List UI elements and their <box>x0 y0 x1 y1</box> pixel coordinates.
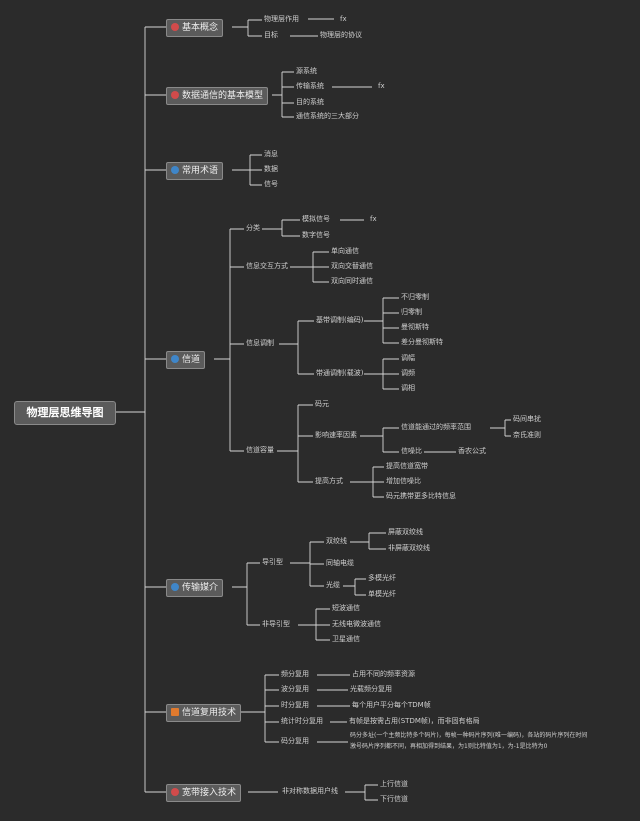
topic-node[interactable]: 不归零制 <box>401 293 429 301</box>
topic-node[interactable]: 通信系统的三大部分 <box>296 112 359 120</box>
red-circle-icon <box>171 23 179 31</box>
topic-node[interactable]: 模拟信号 <box>302 215 330 223</box>
topic-node[interactable]: 调频 <box>401 369 415 377</box>
topic-node[interactable]: 非对称数据用户线 <box>282 787 338 795</box>
topic-node[interactable]: 有帧是按需占用(STDM帧)，而非固有格局 <box>349 717 480 725</box>
branch-terms[interactable]: 常用术语 <box>166 162 224 180</box>
topic-node[interactable]: 信息交互方式 <box>246 262 288 270</box>
topic-node[interactable]: 波分复用 <box>281 685 309 693</box>
topic-node[interactable]: 归零制 <box>401 308 422 316</box>
formula-note: fx <box>340 15 347 23</box>
orange-star-icon <box>171 708 179 716</box>
topic-node[interactable]: 物理层作用 <box>264 15 299 23</box>
topic-node[interactable]: 带通调制(载波) <box>316 369 364 377</box>
topic-node[interactable]: 同轴电缆 <box>326 559 354 567</box>
topic-node[interactable]: 信号 <box>264 180 278 188</box>
topic-node[interactable]: 非屏蔽双绞线 <box>388 544 430 552</box>
topic-node[interactable]: 短波通信 <box>332 604 360 612</box>
topic-node[interactable]: 调幅 <box>401 354 415 362</box>
topic-node[interactable]: 源系统 <box>296 67 317 75</box>
topic-node[interactable]: 数字信号 <box>302 231 330 239</box>
topic-node[interactable]: 曼彻斯特 <box>401 323 429 331</box>
topic-node[interactable]: 码间串扰 <box>513 415 541 423</box>
topic-node[interactable]: 提高信道宽带 <box>386 462 428 470</box>
topic-node[interactable]: 双向同时通信 <box>331 277 373 285</box>
topic-node[interactable]: 码分多址(一个主频比特多个码片)，每帧一种码片序列(唯一编码)，各站的码片序列在… <box>350 732 588 739</box>
topic-node[interactable]: 物理层的协议 <box>320 31 362 39</box>
topic-node[interactable]: 占用不同的频率资源 <box>352 670 415 678</box>
topic-node[interactable]: 码元携带更多比特信息 <box>386 492 456 500</box>
branch-channel[interactable]: 信道 <box>166 351 206 369</box>
topic-node[interactable]: 信道容量 <box>246 446 274 454</box>
topic-node[interactable]: 屏蔽双绞线 <box>388 528 423 536</box>
topic-node[interactable]: 双绞线 <box>326 537 347 545</box>
branch-basic-concepts[interactable]: 基本概念 <box>166 19 224 37</box>
branch-broadband[interactable]: 宽带接入技术 <box>166 784 242 802</box>
topic-node[interactable]: 信道能通过的频率范围 <box>401 423 471 431</box>
topic-node[interactable]: 奈氏准则 <box>513 431 541 439</box>
topic-node[interactable]: 码元 <box>315 400 329 408</box>
topic-node[interactable]: 影响速率因素 <box>315 431 357 439</box>
topic-node[interactable]: 多模光纤 <box>368 574 396 582</box>
root-topic[interactable]: 物理层思维导图 <box>14 401 116 425</box>
topic-node[interactable]: 提高方式 <box>315 477 343 485</box>
topic-node[interactable]: 统计时分复用 <box>281 717 323 725</box>
formula-note: fx <box>378 82 385 90</box>
topic-node[interactable]: 卫星通信 <box>332 635 360 643</box>
topic-node[interactable]: 分类 <box>246 224 260 232</box>
topic-node[interactable]: 双向交替通信 <box>331 262 373 270</box>
topic-node[interactable]: 香农公式 <box>458 447 486 455</box>
red-circle-icon <box>171 91 179 99</box>
topic-node[interactable]: 数据 <box>264 165 278 173</box>
topic-node[interactable]: 消息 <box>264 150 278 158</box>
branch-comm-model[interactable]: 数据通信的基本模型 <box>166 87 269 105</box>
topic-node[interactable]: 每个用户平分每个TDM帧 <box>352 701 431 709</box>
topic-node[interactable]: 差分曼彻斯特 <box>401 338 443 346</box>
topic-node[interactable]: 信噪比 <box>401 447 422 455</box>
red-circle-icon <box>171 788 179 796</box>
topic-node[interactable]: 信息调制 <box>246 339 274 347</box>
branch-multiplexing[interactable]: 信道复用技术 <box>166 704 242 722</box>
topic-node[interactable]: 导引型 <box>262 558 283 566</box>
topic-node[interactable]: 非导引型 <box>262 620 290 628</box>
topic-node[interactable]: 传输系统 <box>296 82 324 90</box>
topic-node[interactable]: 码分复用 <box>281 737 309 745</box>
topic-node[interactable]: 下行信道 <box>380 795 408 803</box>
topic-node[interactable]: 调相 <box>401 384 415 392</box>
blue-circle-icon <box>171 355 179 363</box>
topic-node[interactable]: 基带调制(编码) <box>316 316 364 324</box>
blue-circle-icon <box>171 583 179 591</box>
branch-media[interactable]: 传输媒介 <box>166 579 224 597</box>
formula-note: fx <box>370 215 377 223</box>
topic-node[interactable]: 光缆 <box>326 581 340 589</box>
topic-node[interactable]: 单向通信 <box>331 247 359 255</box>
topic-node[interactable]: 激号码片序列都不同，再相加得到结果，为1则比特值为1，为-1是比特为0 <box>350 743 548 750</box>
blue-circle-icon <box>171 166 179 174</box>
topic-node[interactable]: 单模光纤 <box>368 590 396 598</box>
topic-node[interactable]: 目标 <box>264 31 278 39</box>
topic-node[interactable]: 时分复用 <box>281 701 309 709</box>
topic-node[interactable]: 上行信道 <box>380 780 408 788</box>
topic-node[interactable]: 光载频分复用 <box>350 685 392 693</box>
topic-node[interactable]: 目的系统 <box>296 98 324 106</box>
topic-node[interactable]: 频分复用 <box>281 670 309 678</box>
topic-node[interactable]: 无线电微波通信 <box>332 620 381 628</box>
topic-node[interactable]: 增加信噪比 <box>386 477 421 485</box>
